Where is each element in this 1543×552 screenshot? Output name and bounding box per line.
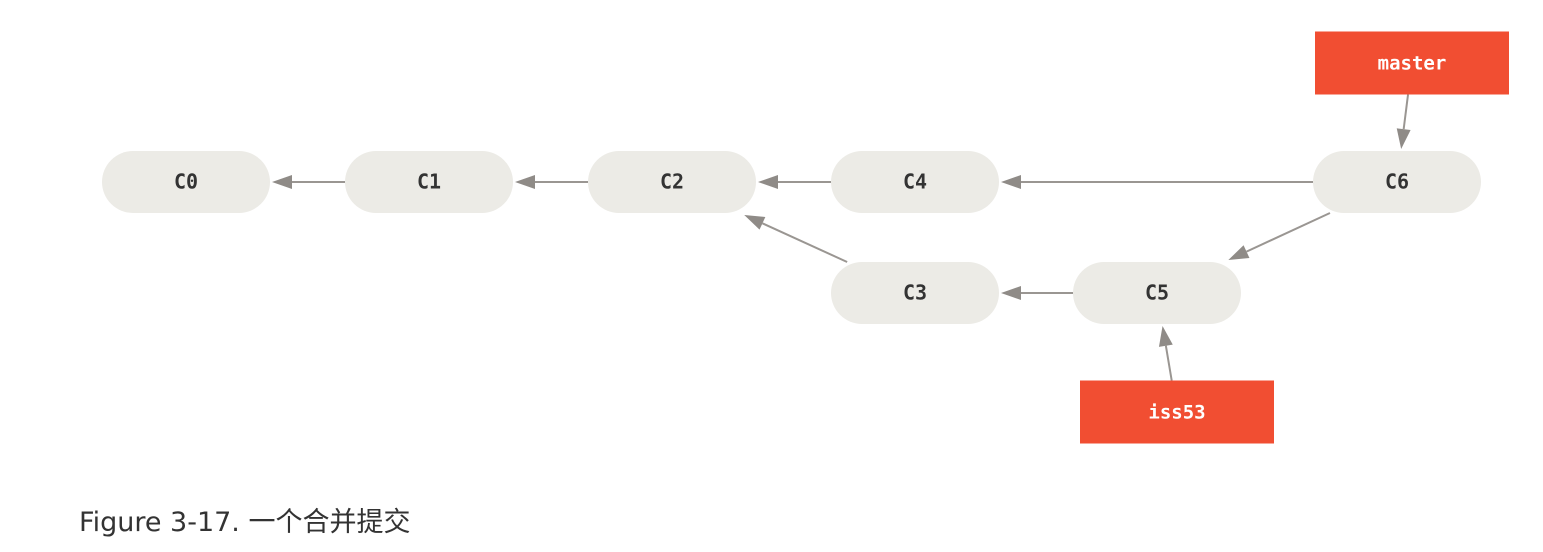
arrowhead-icon: [272, 175, 292, 189]
arrowhead-icon: [744, 215, 766, 230]
arrowhead-icon: [1158, 326, 1173, 347]
arrowhead-icon: [515, 175, 535, 189]
commit-node-c2: C2: [588, 151, 756, 213]
commit-node-c5: C5: [1073, 262, 1241, 324]
edge-iss53-to-C5: [1158, 326, 1173, 381]
commit-label: C0: [174, 170, 198, 194]
commit-pill: [1073, 262, 1241, 324]
arrowhead-icon: [1228, 245, 1250, 260]
figure-caption: Figure 3-17. 一个合并提交: [79, 507, 411, 538]
commit-label: C6: [1385, 170, 1409, 194]
arrowhead-icon: [1001, 286, 1021, 300]
edge-line: [1246, 212, 1331, 253]
arrowhead-icon: [758, 175, 778, 189]
commit-pill: [588, 151, 756, 213]
commit-label: C1: [417, 170, 441, 194]
commit-node-c3: C3: [831, 262, 999, 324]
branch-box: [1315, 31, 1509, 95]
edge-line: [1402, 94, 1410, 130]
arrowhead-icon: [1001, 175, 1021, 189]
edge-line: [1164, 345, 1173, 381]
arrowhead-icon: [1396, 128, 1411, 149]
edge-C6-to-C5: [1228, 212, 1331, 260]
edge-line: [762, 222, 848, 263]
commit-label: C5: [1145, 281, 1169, 305]
edge-C5-to-C3: [1001, 286, 1073, 300]
commit-node-c6: C6: [1313, 151, 1481, 213]
commit-pill: [831, 262, 999, 324]
commit-label: C3: [903, 281, 927, 305]
branch-pointer-master: master: [1315, 31, 1509, 95]
commit-label: C4: [903, 170, 927, 194]
branch-box: [1080, 380, 1274, 444]
commit-pill: [831, 151, 999, 213]
commit-node-c0: C0: [102, 151, 270, 213]
commit-pill: [1313, 151, 1481, 213]
edge-C6-to-C4: [1001, 175, 1313, 189]
commit-pill: [345, 151, 513, 213]
branch-pointer-iss53: iss53: [1080, 380, 1274, 444]
branch-label: master: [1378, 53, 1447, 75]
edge-C4-to-C2: [758, 175, 831, 189]
edge-C3-to-C2: [744, 215, 848, 263]
edge-C2-to-C1: [515, 175, 588, 189]
commit-node-c1: C1: [345, 151, 513, 213]
commit-node-c4: C4: [831, 151, 999, 213]
edge-master-to-C6: [1396, 94, 1411, 149]
branch-label: iss53: [1148, 402, 1205, 424]
edge-C1-to-C0: [272, 175, 345, 189]
commit-label: C2: [660, 170, 684, 194]
commit-pill: [102, 151, 270, 213]
